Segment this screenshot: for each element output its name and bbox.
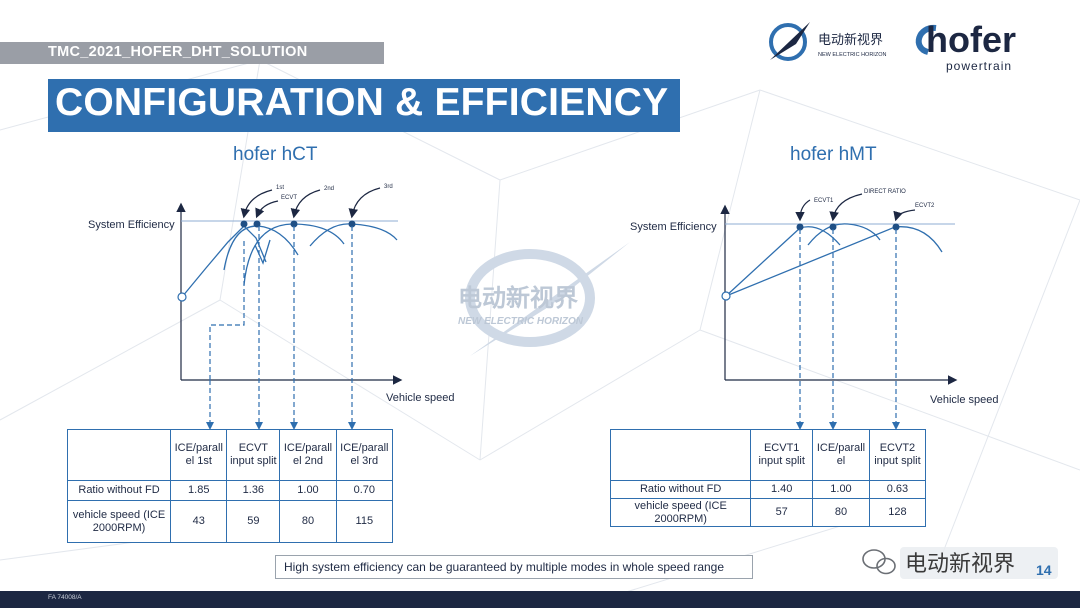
left-y-label: System Efficiency	[88, 219, 175, 231]
logo-cn-text: 电动新视界	[818, 32, 883, 48]
right-curves	[725, 223, 943, 297]
table-cell: 1.00	[812, 480, 870, 499]
table-row: Ratio without FD 1.40 1.00 0.63	[609, 480, 927, 499]
table-cell: 0.70	[335, 480, 394, 501]
hofer-logo: hofer powertrain	[915, 19, 1016, 73]
wechat-account-name: 电动新视界	[905, 551, 1016, 576]
left-axes	[176, 202, 403, 385]
table-cell: 1.00	[279, 480, 337, 501]
table-corner-cell	[66, 429, 172, 481]
table-row: vehicle speed (ICE 2000RPM) 43 59 80 115	[66, 500, 394, 543]
right-axes	[720, 204, 958, 385]
table-row: Ratio without FD 1.85 1.36 1.00 0.70	[66, 480, 394, 501]
summary-note-text: High system efficiency can be guaranteed…	[284, 560, 725, 574]
table-cell: 59	[226, 500, 281, 543]
brand-name: hofer	[926, 19, 1016, 60]
table-row-label: Ratio without FD	[609, 480, 752, 499]
table-cell: 1.85	[170, 480, 228, 501]
table-cell: 80	[812, 498, 870, 527]
table-corner-cell	[609, 429, 752, 481]
table-cell: 1.36	[226, 480, 281, 501]
left-data-table: ICE/parall el 1st ECVT input split ICE/p…	[66, 429, 394, 543]
table-header-row: ECVT1 input split ICE/parall el ECVT2 in…	[609, 429, 927, 481]
table-cell: 115	[335, 500, 394, 543]
header-tag: TMC_2021_HOFER_DHT_SOLUTION	[48, 44, 308, 60]
table-cell: 1.40	[750, 480, 814, 499]
left-subtitle: hofer hCT	[233, 144, 318, 165]
left-origin-point	[177, 292, 187, 302]
right-callout-arrows	[795, 193, 916, 222]
right-annotation-direct-ratio: DIRECT RATIO	[864, 189, 906, 195]
left-callout-arrows	[240, 187, 381, 219]
table-header-cell: ECVT1 input split	[750, 429, 814, 481]
page-title: CONFIGURATION & EFFICIENCY	[55, 81, 669, 124]
right-drop-lines	[799, 229, 897, 426]
table-row-label: Ratio without FD	[66, 480, 172, 501]
table-row-label: vehicle speed (ICE 2000RPM)	[609, 498, 752, 527]
watermark-cn: 电动新视界	[458, 284, 578, 312]
table-cell: 57	[750, 498, 814, 527]
table-cell: 0.63	[868, 480, 927, 499]
left-annotation-3rd: 3rd	[384, 184, 393, 190]
right-data-table: ECVT1 input split ICE/parall el ECVT2 in…	[609, 429, 927, 527]
left-annotation-ecvt: ECVT	[281, 195, 298, 201]
table-cell: 43	[170, 500, 228, 543]
wechat-icon	[862, 549, 896, 575]
title-banner: CONFIGURATION & EFFICIENCY	[48, 79, 680, 132]
table-cell: 80	[279, 500, 337, 543]
watermark-en: NEW ELECTRIC HORIZON	[458, 316, 584, 327]
right-annotation-ecvt1: ECVT1	[814, 198, 834, 204]
table-header-cell: ICE/parall el 2nd	[279, 429, 337, 481]
left-step-line	[209, 240, 245, 380]
table-header-cell: ICE/parall el 1st	[170, 429, 228, 481]
left-drop-lines	[209, 226, 353, 426]
right-y-label: System Efficiency	[630, 221, 717, 233]
left-annotation-2nd: 2nd	[324, 186, 335, 192]
table-header-row: ICE/parall el 1st ECVT input split ICE/p…	[66, 429, 394, 481]
watermark-logo: 电动新视界 NEW ELECTRIC HORIZON	[458, 242, 630, 356]
left-points	[240, 220, 356, 228]
logo-en-text: NEW ELECTRIC HORIZON	[818, 52, 886, 58]
right-origin-point	[721, 291, 731, 301]
table-cell: 128	[868, 498, 927, 527]
footer-bar: FA 74008/A	[0, 591, 1080, 608]
right-subtitle: hofer hMT	[790, 144, 877, 165]
table-row: vehicle speed (ICE 2000RPM) 57 80 128	[609, 498, 927, 527]
table-header-cell: ECVT input split	[226, 429, 281, 481]
new-electric-horizon-logo: 电动新视界 NEW ELECTRIC HORIZON	[769, 22, 886, 61]
wechat-badge	[862, 547, 1058, 579]
right-x-label: Vehicle speed	[930, 394, 999, 406]
right-annotation-ecvt2: ECVT2	[915, 203, 935, 209]
document-code: FA 74008/A	[48, 594, 82, 601]
left-annotation-1st: 1st	[276, 185, 285, 191]
right-drop-arrows	[796, 422, 900, 430]
table-header-cell: ICE/parall el	[812, 429, 870, 481]
page-number: 14	[1036, 562, 1052, 578]
table-row-label: vehicle speed (ICE 2000RPM)	[66, 500, 172, 543]
left-drop-arrows	[206, 422, 356, 430]
table-header-cell: ICE/parall el 3rd	[335, 429, 394, 481]
left-curves	[181, 223, 398, 298]
left-x-label: Vehicle speed	[386, 392, 455, 404]
header-tag-bar: TMC_2021_HOFER_DHT_SOLUTION	[0, 42, 384, 64]
right-points	[796, 223, 900, 231]
table-header-cell: ECVT2 input split	[868, 429, 927, 481]
summary-note: High system efficiency can be guaranteed…	[275, 555, 753, 579]
brand-sub: powertrain	[946, 59, 1012, 73]
